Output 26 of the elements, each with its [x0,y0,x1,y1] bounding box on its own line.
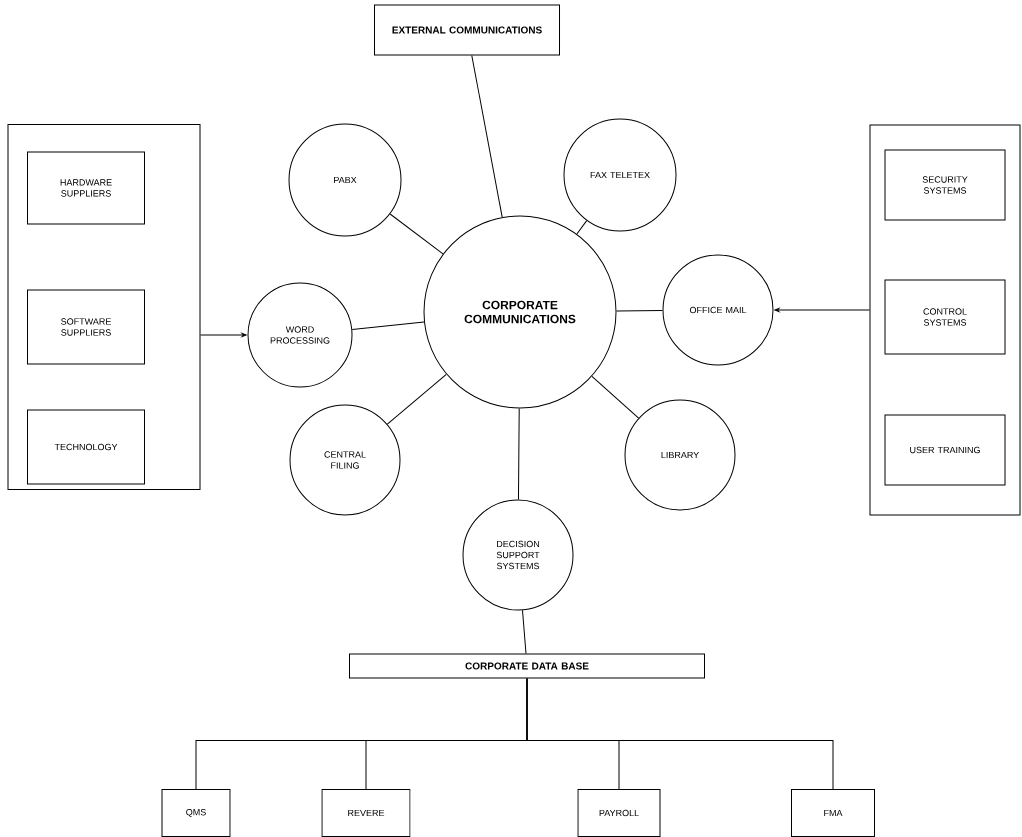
connector-line [471,55,503,218]
label-box: TECHNOLOGY [27,409,145,485]
connector-line [576,220,588,235]
label-box: HARDWARE SUPPLIERS [27,151,145,225]
connector-line [522,609,527,654]
group-panel [7,124,201,490]
label-box: FMA [791,789,875,837]
arrow [774,308,870,312]
label-box: PAYROLL [577,789,661,837]
connector-line [351,321,425,331]
label-box: USER TRAINING [884,414,1006,486]
group-panel [869,124,1021,516]
connector-line [386,373,447,425]
connector-line [591,375,640,419]
label-box: EXTERNAL COMMUNICATIONS [374,4,560,56]
connector-line [616,310,663,312]
connector-line [517,408,520,500]
arrow [200,333,247,337]
label-box: REVERE [321,789,411,837]
connector-line [526,678,834,790]
label-box: CONTROL SYSTEMS [884,279,1006,355]
label-box: QMS [161,789,231,837]
connector-line [389,213,444,255]
label-box: SOFTWARE SUPPLIERS [27,289,145,365]
label-box: SECURITY SYSTEMS [884,149,1006,221]
label-box: CORPORATE DATA BASE [349,653,705,679]
